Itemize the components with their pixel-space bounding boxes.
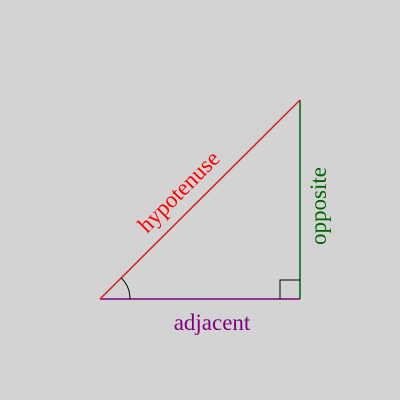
angle-arc bbox=[120, 277, 131, 300]
hypotenuse-side bbox=[99, 99, 301, 300]
adjacent-label: adjacent bbox=[174, 310, 251, 335]
opposite-label: opposite bbox=[306, 167, 331, 245]
right-angle-marker bbox=[279, 279, 300, 299]
